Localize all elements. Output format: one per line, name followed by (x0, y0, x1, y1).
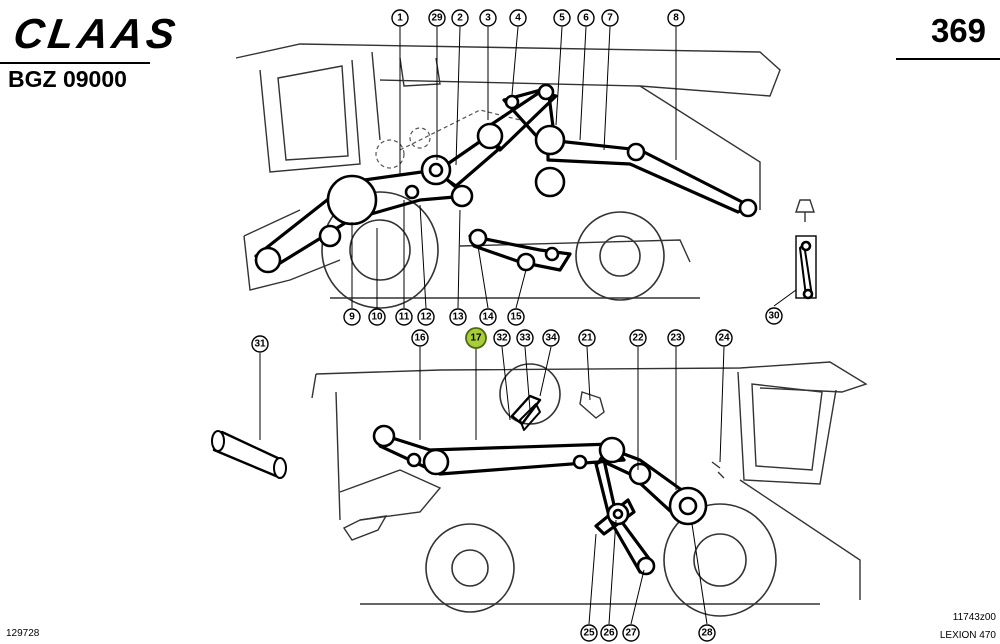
callout-4: 4 (509, 9, 527, 27)
callout-14: 14 (479, 308, 497, 326)
svg-text:5: 5 (559, 13, 565, 24)
svg-text:2: 2 (457, 13, 463, 24)
callout-30: 30 (765, 307, 783, 325)
svg-text:11: 11 (399, 312, 410, 323)
callout-33: 33 (516, 329, 534, 347)
callout-24: 24 (715, 329, 733, 347)
callout-32: 32 (493, 329, 511, 347)
callout-8: 8 (667, 9, 685, 27)
callout-3: 3 (479, 9, 497, 27)
part-hook (342, 515, 388, 541)
callout-31: 31 (251, 335, 269, 353)
svg-text:14: 14 (482, 312, 494, 323)
svg-text:6: 6 (583, 13, 589, 24)
leader-lines (259, 26, 797, 625)
callout-7: 7 (601, 9, 619, 27)
svg-text:23: 23 (670, 333, 682, 344)
svg-text:10: 10 (371, 312, 383, 323)
callout-25: 25 (580, 624, 598, 642)
svg-text:12: 12 (420, 312, 432, 323)
svg-text:29: 29 (431, 13, 443, 24)
callout-27: 27 (622, 624, 640, 642)
header-rule-left (0, 62, 150, 64)
svg-text:31: 31 (254, 339, 266, 350)
svg-text:17: 17 (470, 333, 482, 344)
svg-text:7: 7 (607, 13, 613, 24)
svg-text:16: 16 (414, 333, 426, 344)
svg-text:22: 22 (632, 333, 644, 344)
svg-text:28: 28 (701, 628, 713, 639)
callout-1: 1 (391, 9, 409, 27)
svg-text:3: 3 (485, 13, 491, 24)
svg-text:4: 4 (515, 13, 521, 24)
callout-9: 9 (343, 308, 361, 326)
svg-text:26: 26 (603, 628, 615, 639)
callout-34: 34 (542, 329, 560, 347)
svg-text:32: 32 (496, 333, 508, 344)
spare-belt-31 (211, 430, 287, 479)
svg-text:21: 21 (581, 333, 593, 344)
callout-13: 13 (449, 308, 467, 326)
callout-21: 21 (578, 329, 596, 347)
bracket-21 (579, 391, 605, 419)
svg-text:13: 13 (452, 312, 464, 323)
svg-text:25: 25 (583, 628, 595, 639)
model-name: LEXION 470 (939, 630, 996, 641)
svg-text:27: 27 (625, 628, 637, 639)
svg-text:1: 1 (397, 13, 403, 24)
svg-text:34: 34 (545, 333, 557, 344)
callout-12: 12 (417, 308, 435, 326)
svg-text:33: 33 (519, 333, 531, 344)
callout-22: 22 (629, 329, 647, 347)
callout-17: 17 (465, 327, 487, 349)
svg-text:9: 9 (349, 312, 355, 323)
svg-text:15: 15 (510, 312, 522, 323)
callout-26: 26 (600, 624, 618, 642)
tension-indicator-icon (795, 199, 817, 300)
callout-15: 15 (507, 308, 525, 326)
page-number: 369 (930, 12, 986, 49)
svg-text:8: 8 (673, 13, 679, 24)
part-24 (711, 461, 725, 479)
svg-text:24: 24 (718, 333, 730, 344)
part-group-code: BGZ 09000 (8, 66, 127, 92)
callout-29: 29 (428, 9, 446, 27)
callout-11: 11 (395, 308, 413, 326)
callout-23: 23 (667, 329, 685, 347)
header-rule-right (896, 58, 1000, 60)
callout-10: 10 (368, 308, 386, 326)
callout-2: 2 (451, 9, 469, 27)
callout-5: 5 (553, 9, 571, 27)
top-combine-drawing (235, 43, 781, 309)
callout-16: 16 (411, 329, 429, 347)
drawing-id-right: 11743z00 (952, 612, 996, 623)
drawing-id-left: 129728 (6, 628, 40, 639)
callout-28: 28 (698, 624, 716, 642)
callout-6: 6 (577, 9, 595, 27)
bottom-combine-drawing (311, 361, 868, 617)
svg-text:30: 30 (768, 311, 780, 322)
